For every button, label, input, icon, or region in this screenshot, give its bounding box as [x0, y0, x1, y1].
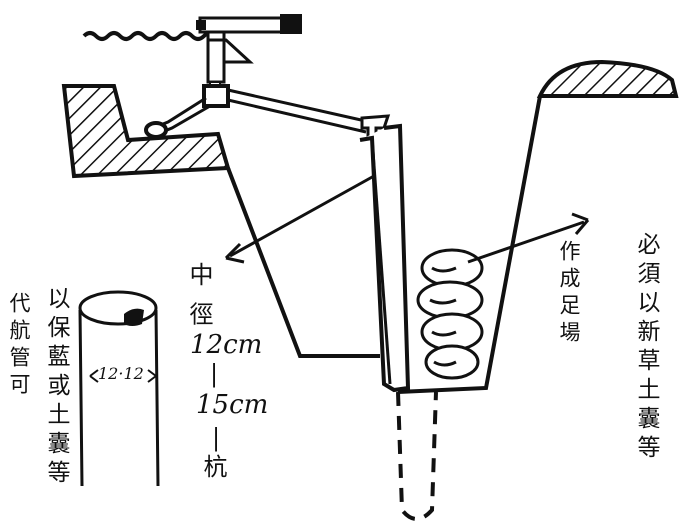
sandbag: [424, 344, 480, 380]
stake-inner-edge: [370, 137, 392, 385]
arrow-head-left: [224, 242, 245, 264]
arm-right: [227, 88, 371, 134]
sandbag-note-col1: 必須以新草土囊等: [633, 232, 659, 464]
arrow-head-right: [571, 212, 590, 235]
stake-diameter-bottom: 15cm: [196, 390, 269, 420]
sandbag-stack: [416, 248, 484, 380]
handle-left-cap: [196, 20, 206, 30]
left-bank: [61, 84, 231, 179]
arrow-to-stake-caption: [229, 174, 375, 258]
pipe-note-col1: 以保藍或土囊等: [43, 286, 69, 489]
stake-body: [359, 123, 411, 393]
cable-line: [82, 31, 218, 41]
pipe-top: [78, 290, 158, 326]
sandbag-note-col2: 作成足場: [557, 240, 581, 348]
stake-dash-1: |: [210, 360, 219, 388]
stake-caption: 中 徑: [185, 262, 213, 330]
arm-left-foot: [144, 121, 168, 139]
right-bank: [536, 59, 679, 98]
pipe-width-arrow-right: [147, 369, 157, 383]
arrow-to-sandbag-note: [467, 220, 585, 264]
pipe-note-col2: 代航管可: [7, 292, 31, 400]
stake-word: 杭: [199, 454, 227, 482]
rod-bracket: [208, 38, 254, 64]
joint-box: [202, 84, 230, 108]
pipe-width-arrow-left: [89, 369, 99, 383]
handle-bar: [198, 16, 292, 34]
trench-outline: [226, 95, 542, 394]
handle-grip: [280, 14, 302, 34]
buried-stake: [396, 391, 438, 521]
pipe-width-label: 12·12: [98, 364, 144, 383]
pipe-clamp: [124, 308, 144, 326]
pipe-walls: [78, 309, 160, 487]
stake-diameter-top: 12cm: [190, 330, 263, 360]
stake-dash-2: |: [212, 424, 221, 452]
